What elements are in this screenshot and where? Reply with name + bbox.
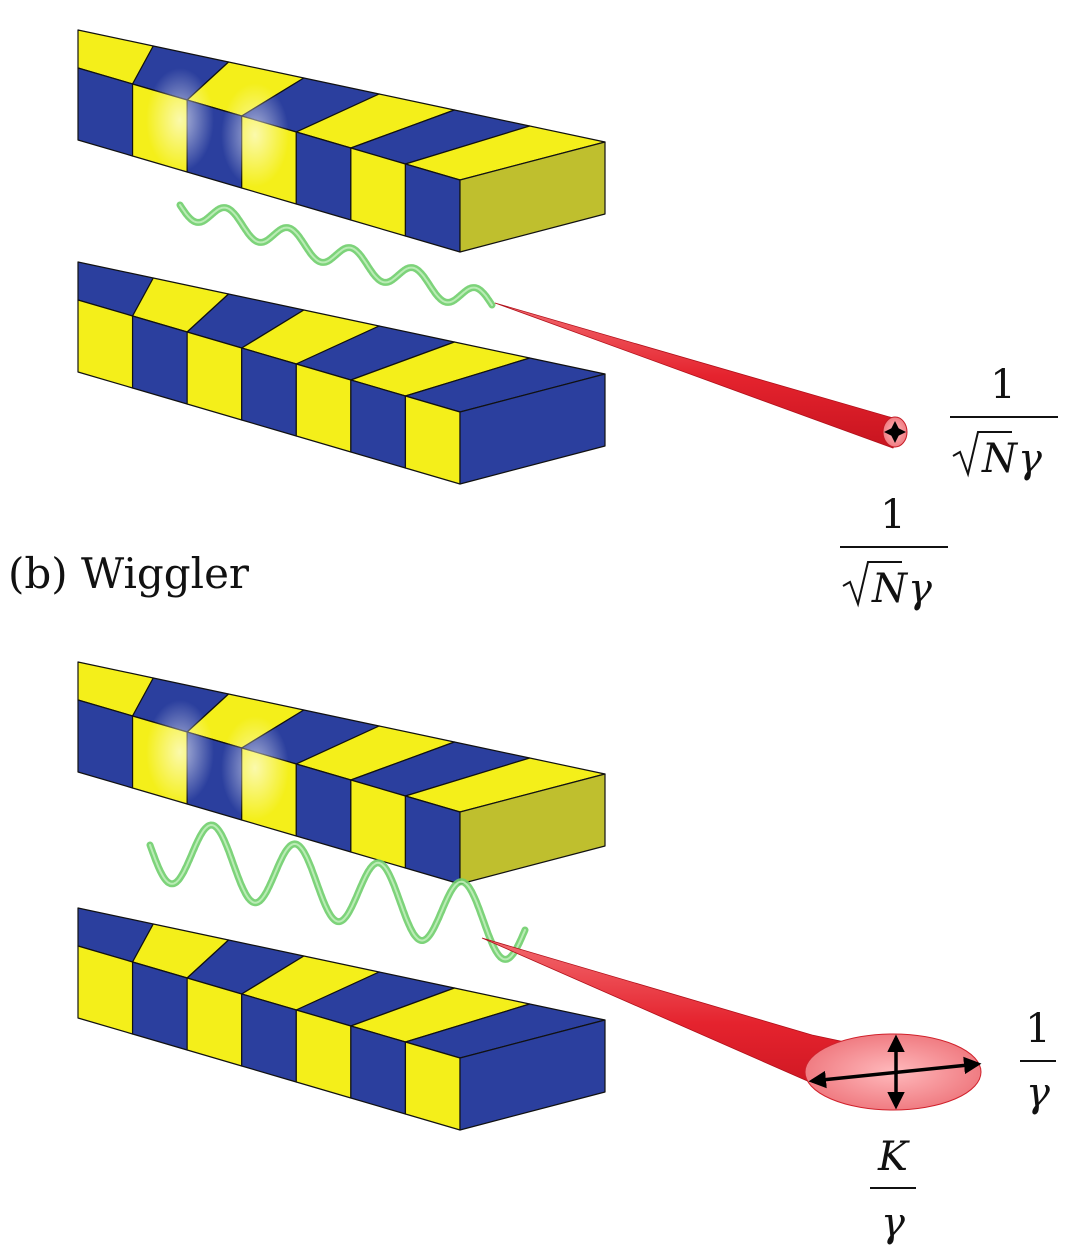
wiggler-upper-magnet-array (77, 661, 606, 885)
magnet-side-segment (404, 795, 461, 885)
undulator-height-gamma: γ (1018, 436, 1042, 482)
magnet-side-segment (186, 977, 243, 1067)
undulator-width-label: 1 N γ (840, 492, 948, 612)
undulator-width-numerator: 1 (880, 492, 905, 538)
undulator-height-label: 1 N γ (950, 362, 1058, 482)
magnet-side-segment (404, 1041, 461, 1131)
magnet-side-segment (241, 993, 297, 1083)
magnet-side-segment (350, 147, 407, 237)
wiggler-width-label: K γ (870, 1134, 916, 1246)
magnet-side-segment (404, 163, 461, 253)
undulator-lower-magnet-array (77, 261, 606, 485)
magnet-highlight (221, 83, 289, 187)
magnet-end-face (459, 1019, 606, 1131)
magnet-side-segment (295, 131, 352, 221)
magnet-highlight (146, 68, 214, 172)
wiggler-electron-path (146, 821, 529, 963)
magnet-side-segment (131, 961, 188, 1051)
undulator-width-radicand: N (871, 566, 909, 612)
magnet-side-segment (77, 299, 134, 389)
magnet-side-segment (404, 395, 461, 485)
magnet-end-face (459, 773, 606, 885)
magnet-side-segment (77, 945, 134, 1035)
magnet-side-segment (350, 379, 407, 469)
wiggler-radiation-cone (481, 937, 982, 1111)
magnet-side-segment (186, 331, 243, 421)
undulator-upper-magnet-array (77, 29, 606, 253)
magnet-highlight (146, 700, 214, 804)
magnet-end-face (459, 141, 606, 253)
section-label-wiggler: (b) Wiggler (8, 549, 250, 598)
magnet-side-segment (241, 347, 297, 437)
magnet-end-face (459, 373, 606, 485)
wiggler-lower-magnet-array (77, 907, 606, 1131)
magnet-side-segment (295, 363, 352, 453)
undulator-height-numerator: 1 (990, 362, 1015, 408)
undulator-width-gamma: γ (908, 566, 932, 612)
undulator-height-radicand: N (981, 436, 1019, 482)
wiggler-height-denominator: γ (1026, 1070, 1050, 1116)
magnet-side-segment (350, 779, 407, 869)
magnet-side-segment (77, 67, 134, 157)
magnet-side-segment (295, 1009, 352, 1099)
magnet-highlight (221, 716, 289, 820)
wiggler-width-numerator: K (877, 1134, 910, 1180)
wiggler-height-label: 1 γ (1020, 1006, 1056, 1116)
undulator-electron-path (176, 201, 496, 309)
wiggler-height-numerator: 1 (1025, 1006, 1050, 1052)
wiggler-width-denominator: γ (881, 1200, 905, 1246)
magnet-side-segment (131, 315, 188, 405)
magnet-side-segment (77, 699, 134, 789)
magnet-side-segment (295, 763, 352, 853)
magnet-side-segment (350, 1025, 407, 1115)
undulator-radiation-cone (494, 302, 908, 449)
